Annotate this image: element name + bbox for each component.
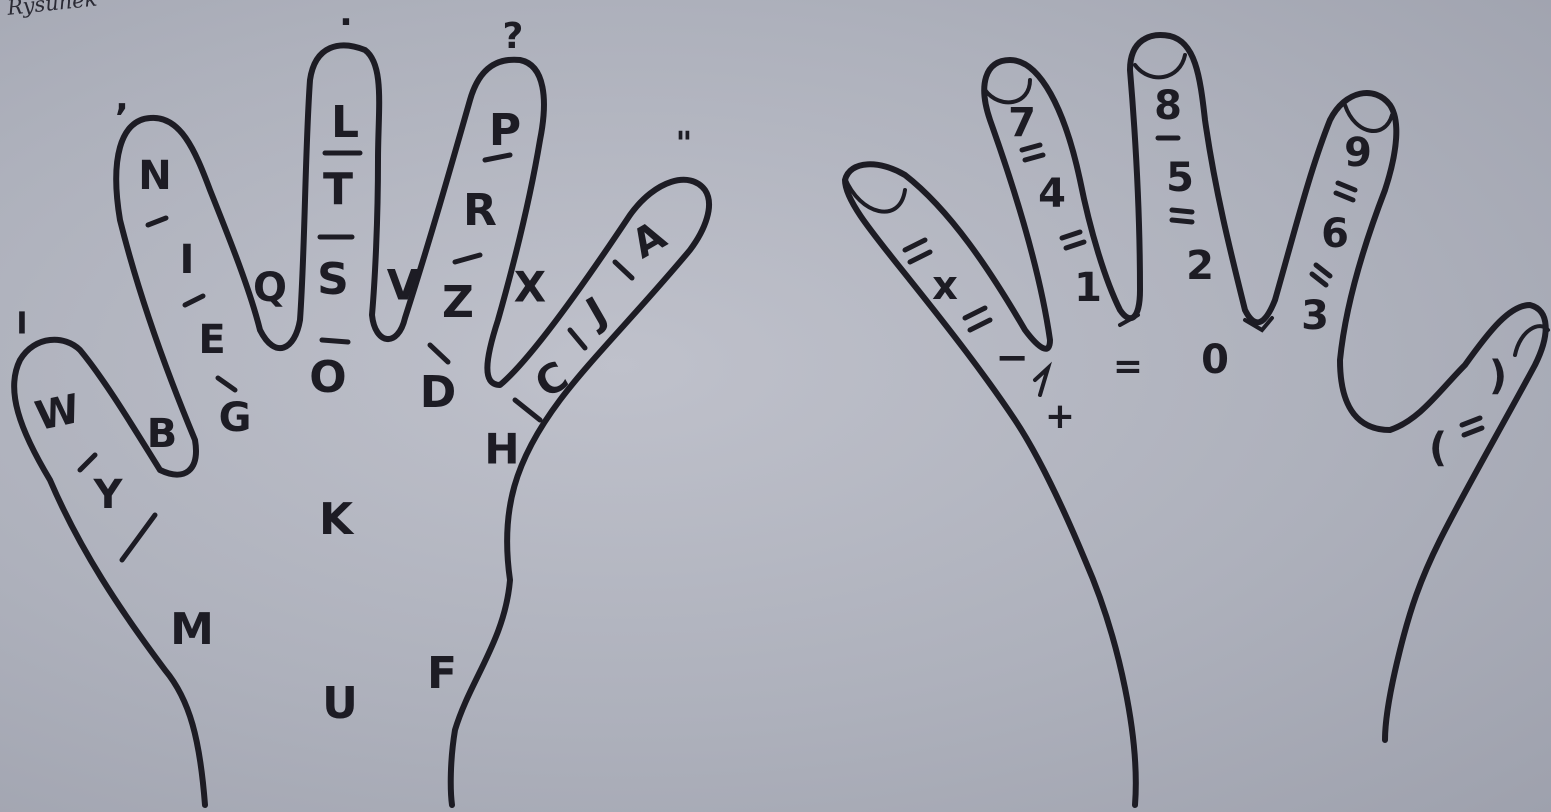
right-index-dash-3 <box>1066 242 1084 248</box>
left-above-middle: . <box>339 0 353 34</box>
left-gap-letter-4: V <box>387 261 420 310</box>
left-above-index: ? <box>503 16 524 57</box>
left-little-letter-1: Y <box>93 472 124 518</box>
right-index-digit-1: 4 <box>1038 171 1066 217</box>
left-index-dash-1 <box>455 255 480 262</box>
right-middle-digit-2: 2 <box>1186 243 1214 289</box>
left-index-letter-1: R <box>463 185 497 236</box>
right-middle-digit-1: 5 <box>1166 155 1194 201</box>
right-little-symbol-1: ( <box>1429 425 1447 471</box>
right-ring-dash-1 <box>1336 193 1353 200</box>
right-middle-nail <box>1135 55 1185 77</box>
left-little-dash <box>80 455 95 470</box>
left-middle-letter-1: T <box>323 164 353 215</box>
right-index-digit-0: 7 <box>1008 100 1036 146</box>
left-ring-letter-2: E <box>198 317 225 363</box>
right-ring-nail <box>1345 105 1392 131</box>
left-above-ring: , <box>115 78 129 119</box>
right-middle-digit-0: 8 <box>1154 83 1182 129</box>
left-index-letter-2: Z <box>442 277 474 328</box>
left-middle-letter-2: S <box>317 254 349 305</box>
left-gap-letter-7: H <box>484 425 519 474</box>
right-hand-outline <box>845 35 1546 805</box>
left-index-letter-0: P <box>489 105 521 156</box>
right-middle-dash-2 <box>1172 220 1192 222</box>
right-gap-symbol-2: 0 <box>1201 337 1229 383</box>
right-index-dash-1 <box>1025 155 1043 160</box>
left-little-letter-0: W <box>31 386 84 440</box>
left-ring-dash-0 <box>148 218 166 225</box>
right-little-dash-0 <box>1462 418 1480 425</box>
left-above-little: I <box>16 307 27 342</box>
left-ring-dash-1 <box>185 296 203 305</box>
left-gap-dash-2 <box>430 345 448 362</box>
right-thumb-dash-0 <box>905 240 925 250</box>
right-gap-symbol-1: = <box>1113 346 1143 387</box>
left-thumb-letter-0: A <box>624 213 674 268</box>
left-gap-dash-0 <box>218 378 235 390</box>
left-hand-outline <box>14 45 709 805</box>
right-index-nail <box>985 80 1030 102</box>
right-middle-dash-1 <box>1172 210 1192 212</box>
left-palm-letter-1: M <box>170 604 214 655</box>
left-gap-dash-3 <box>515 400 540 420</box>
right-thumb-dash-3 <box>970 320 990 330</box>
right-hand: x − 7 4 1 8 5 2 9 6 3 ) ( + = 0 <box>845 35 1548 805</box>
left-above-thumb: " <box>676 124 693 162</box>
right-ring-dash-2 <box>1316 265 1330 276</box>
right-little-dash-1 <box>1464 428 1482 435</box>
left-thumb-dash-1 <box>570 330 585 348</box>
left-thumb-dash-0 <box>615 262 632 278</box>
left-ring-letter-0: N <box>138 153 171 199</box>
right-thumb-letter-1: − <box>995 335 1029 381</box>
left-gap-letter-2: Q <box>253 265 287 311</box>
left-gap-letter-6: D <box>420 367 457 418</box>
left-ring-letter-1: I <box>180 237 195 283</box>
left-palm-letter-0: K <box>319 494 355 545</box>
right-ring-digit-1: 6 <box>1321 211 1349 257</box>
left-gap-letter-5: X <box>514 263 546 312</box>
right-ring-digit-2: 3 <box>1301 293 1329 339</box>
left-thumb-letter-2: C <box>528 353 576 408</box>
right-ring-digit-0: 9 <box>1344 130 1372 176</box>
right-little-symbol-0: ) <box>1489 353 1507 399</box>
right-thumb-dash-1 <box>910 252 930 262</box>
left-gap-dash-1 <box>322 340 348 342</box>
left-thumb-letter-1: J <box>576 289 614 338</box>
right-ring-dash-0 <box>1338 183 1355 190</box>
right-gap-symbol-0: + <box>1045 396 1075 437</box>
left-palm-letter-2: U <box>322 678 358 729</box>
left-hand: W Y N I E L T S P R Z A J C I , . ? " <box>14 0 709 805</box>
left-palm-letter-3: F <box>427 648 457 699</box>
left-gap-letter-1: G <box>219 395 252 441</box>
right-crease-0 <box>1035 368 1048 395</box>
left-little-mark <box>122 515 155 560</box>
right-ring-dash-3 <box>1312 274 1326 285</box>
right-thumb-letter-0: x <box>932 263 958 309</box>
left-middle-letter-0: L <box>331 97 359 148</box>
left-gap-letter-0: B <box>147 411 178 457</box>
left-gap-letter-3: O <box>309 352 346 403</box>
right-thumb-dash-2 <box>965 308 985 318</box>
right-index-dash-2 <box>1062 232 1080 238</box>
right-index-digit-2: 1 <box>1074 265 1102 311</box>
